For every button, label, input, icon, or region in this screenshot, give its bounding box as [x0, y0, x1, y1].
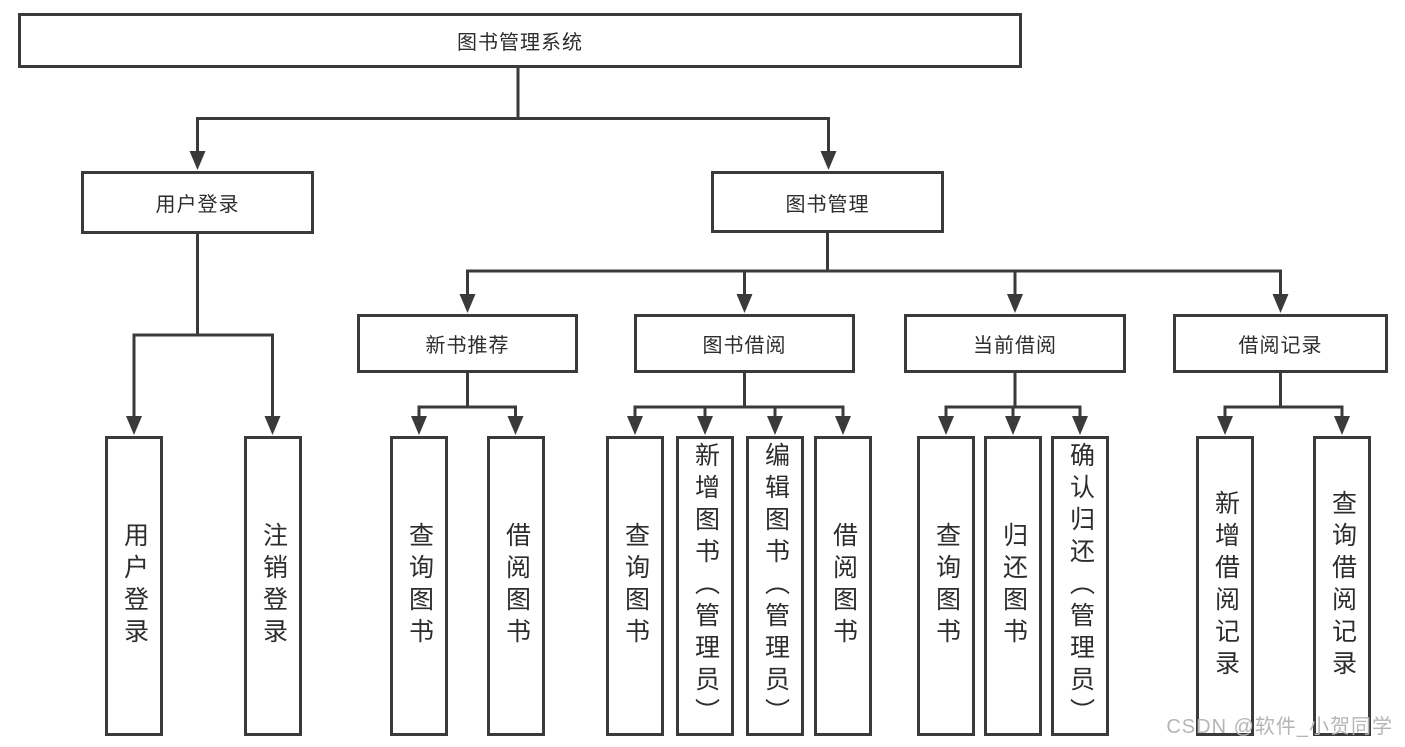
- connector-book-mgmt-to-level2: [459, 233, 1289, 313]
- node-user-login: 用户登录: [81, 171, 314, 234]
- leaf-borrow-books: 借阅图书: [814, 436, 872, 736]
- leaf-label: 查询借阅记录: [1328, 490, 1357, 682]
- leaf-user-login: 用户登录: [105, 436, 163, 736]
- leaf-label: 编辑图书（管理员）: [761, 442, 790, 730]
- leaf-query-books-recommend: 查询图书: [390, 436, 448, 736]
- node-borrow-records: 借阅记录: [1173, 314, 1388, 373]
- connector-current-borrow-children: [938, 373, 1088, 435]
- leaf-label: 查询图书: [621, 522, 650, 650]
- leaf-label: 确认归还（管理员）: [1066, 442, 1095, 730]
- leaf-label: 查询图书: [932, 522, 961, 650]
- node-book-management: 图书管理: [711, 171, 944, 233]
- connector-user-login-children: [126, 234, 281, 435]
- leaf-label: 借阅图书: [829, 522, 858, 650]
- node-label: 图书借阅: [702, 335, 787, 357]
- connector-new-books-children: [411, 373, 524, 435]
- node-book-borrow: 图书借阅: [634, 314, 855, 373]
- node-label: 借阅记录: [1238, 335, 1323, 357]
- leaf-label: 新增图书（管理员）: [691, 442, 720, 730]
- leaf-query-books-borrow: 查询图书: [606, 436, 664, 736]
- node-current-borrow: 当前借阅: [904, 314, 1126, 373]
- node-label: 图书管理系统: [457, 32, 583, 54]
- leaf-label: 借阅图书: [502, 522, 531, 650]
- node-label: 新书推荐: [425, 335, 510, 357]
- leaf-return-books: 归还图书: [984, 436, 1042, 736]
- node-label: 图书管理: [785, 193, 870, 216]
- leaf-logout: 注销登录: [244, 436, 302, 736]
- node-new-book-recommend: 新书推荐: [357, 314, 578, 373]
- leaf-add-borrow-record: 新增借阅记录: [1196, 436, 1254, 736]
- leaf-confirm-return-admin: 确认归还（管理员）: [1051, 436, 1109, 736]
- leaf-edit-books-admin: 编辑图书（管理员）: [746, 436, 804, 736]
- leaf-label: 新增借阅记录: [1211, 490, 1240, 682]
- node-root-system: 图书管理系统: [18, 13, 1022, 68]
- leaf-label: 用户登录: [120, 522, 149, 650]
- node-label: 用户登录: [155, 194, 240, 216]
- connector-borrow-records-children: [1217, 373, 1350, 435]
- connector-book-borrow-children: [627, 373, 851, 435]
- leaf-label: 注销登录: [259, 522, 288, 650]
- leaf-query-books-current: 查询图书: [917, 436, 975, 736]
- connector-root-to-level1: [189, 68, 837, 170]
- watermark: CSDN @软件_小贺同学: [1166, 716, 1393, 738]
- leaf-query-borrow-record: 查询借阅记录: [1313, 436, 1371, 736]
- leaf-add-books-admin: 新增图书（管理员）: [676, 436, 734, 736]
- leaf-label: 归还图书: [999, 522, 1028, 650]
- leaf-label: 查询图书: [405, 522, 434, 650]
- node-label: 当前借阅: [973, 335, 1057, 357]
- leaf-borrow-books-recommend: 借阅图书: [487, 436, 545, 736]
